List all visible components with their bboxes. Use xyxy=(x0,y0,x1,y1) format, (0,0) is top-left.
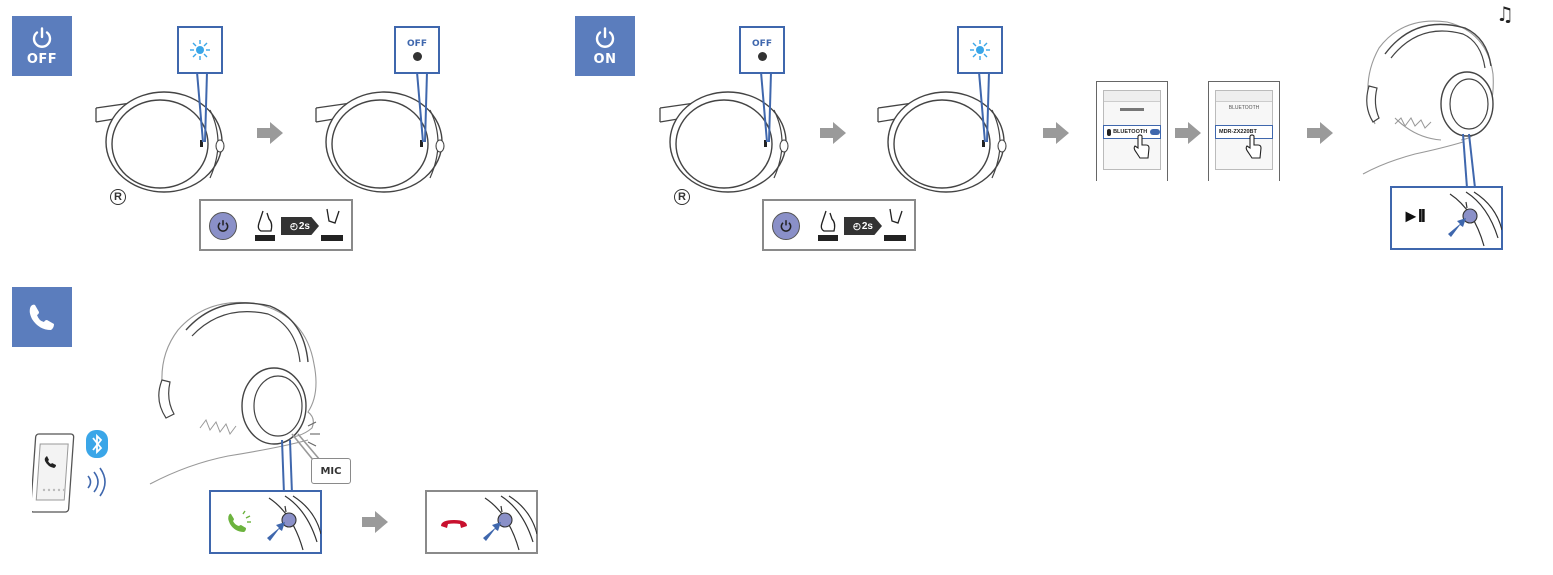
device-name-label: MDR-ZX220BT xyxy=(1219,129,1257,135)
play-pause-symbol: ►II xyxy=(1402,206,1426,226)
phone-status-bar xyxy=(1216,91,1272,102)
step-arrow xyxy=(1307,122,1333,144)
power-off-badge-label: OFF xyxy=(26,51,58,67)
led-indicator-on-box xyxy=(177,26,223,74)
led-indicator-off-box: OFF xyxy=(394,26,440,74)
phone-screen-title: BLUETOOTH xyxy=(1228,105,1260,111)
clock-icon: ◴ xyxy=(290,220,298,231)
step-arrow xyxy=(257,122,283,144)
power-icon xyxy=(595,26,615,48)
led-callout-line xyxy=(978,71,990,143)
bluetooth-toggle-row[interactable]: BLUETOOTH xyxy=(1103,125,1161,139)
end-call-icon xyxy=(441,520,467,528)
headphone-earcup-illustration xyxy=(659,91,789,193)
person-wearing-headphones-illustration xyxy=(149,301,320,485)
finger-press-icon xyxy=(255,210,275,241)
headphone-earcup-illustration xyxy=(877,91,1007,193)
led-callout-line xyxy=(196,71,208,143)
mic-label: MIC xyxy=(311,458,351,484)
power-button-operation-panel: ◴2s xyxy=(762,199,916,251)
bluetooth-icon xyxy=(86,430,108,458)
right-side-mark: R xyxy=(674,189,690,205)
hold-time-arrow: ◴2s xyxy=(281,217,319,235)
led-callout-line xyxy=(760,71,772,143)
led-indicator-off-box: OFF xyxy=(739,26,785,74)
answer-call-icon xyxy=(228,510,251,532)
led-off-dot-icon xyxy=(757,52,767,61)
step-arrow xyxy=(820,122,846,144)
phone-status-bar xyxy=(1104,91,1160,102)
end-call-operation-panel xyxy=(425,490,538,554)
person-wearing-headphones-illustration xyxy=(1362,20,1494,175)
phone-title-bar xyxy=(1120,108,1144,111)
led-off-label: OFF xyxy=(752,39,772,49)
answer-call-operation-panel xyxy=(209,490,322,554)
toggle-switch-icon xyxy=(1150,129,1160,135)
play-pause-operation-panel: ►II xyxy=(1390,186,1503,250)
led-callout-line xyxy=(416,71,428,143)
phone-device-list-screen: BLUETOOTH MDR-ZX220BT xyxy=(1208,81,1280,181)
phone-handset-icon xyxy=(29,304,54,330)
finger-press-icon xyxy=(818,210,838,241)
hold-time-arrow: ◴2s xyxy=(844,217,882,235)
phone-bluetooth-settings-screen: BLUETOOTH xyxy=(1096,81,1168,181)
step-arrow xyxy=(1175,122,1201,144)
led-blinking-icon xyxy=(970,40,990,60)
button-callout-line xyxy=(281,439,293,495)
power-button-icon xyxy=(209,212,237,240)
power-on-badge-label: ON xyxy=(593,51,617,67)
step-arrow xyxy=(1043,122,1069,144)
power-off-badge: OFF xyxy=(12,16,72,76)
led-indicator-on-box xyxy=(957,26,1003,74)
power-on-badge: ON xyxy=(575,16,635,76)
music-notes-icon: ♫ xyxy=(1496,2,1514,26)
hold-time-label: 2s xyxy=(298,220,310,232)
device-list-row[interactable]: MDR-ZX220BT xyxy=(1215,125,1273,139)
bluetooth-toggle-label: BLUETOOTH xyxy=(1113,129,1148,135)
earcup-button-press-icon xyxy=(483,495,537,551)
led-blinking-icon xyxy=(190,40,210,60)
step-arrow xyxy=(362,511,388,533)
wireless-signal-icon xyxy=(87,467,106,497)
finger-release-icon xyxy=(321,208,343,241)
earcup-button-press-icon xyxy=(267,495,321,551)
call-badge xyxy=(12,287,72,347)
smartphone-incoming-call-illustration xyxy=(32,433,75,513)
finger-release-icon xyxy=(884,208,906,241)
tap-hand-icon xyxy=(1133,134,1150,159)
button-callout-line xyxy=(1462,133,1476,189)
headphone-earcup-illustration xyxy=(95,91,225,193)
right-side-mark: R xyxy=(110,189,126,205)
headphone-earcup-illustration xyxy=(315,91,445,193)
power-icon xyxy=(32,26,52,48)
power-button-operation-panel: ◴2s xyxy=(199,199,353,251)
bluetooth-small-icon xyxy=(1107,128,1112,136)
led-off-label: OFF xyxy=(407,39,427,49)
tap-hand-icon xyxy=(1245,134,1262,159)
earcup-button-press-icon xyxy=(1448,191,1502,247)
power-button-icon xyxy=(772,212,800,240)
clock-icon: ◴ xyxy=(853,220,861,231)
led-off-dot-icon xyxy=(412,52,422,61)
hold-time-label: 2s xyxy=(861,220,873,232)
